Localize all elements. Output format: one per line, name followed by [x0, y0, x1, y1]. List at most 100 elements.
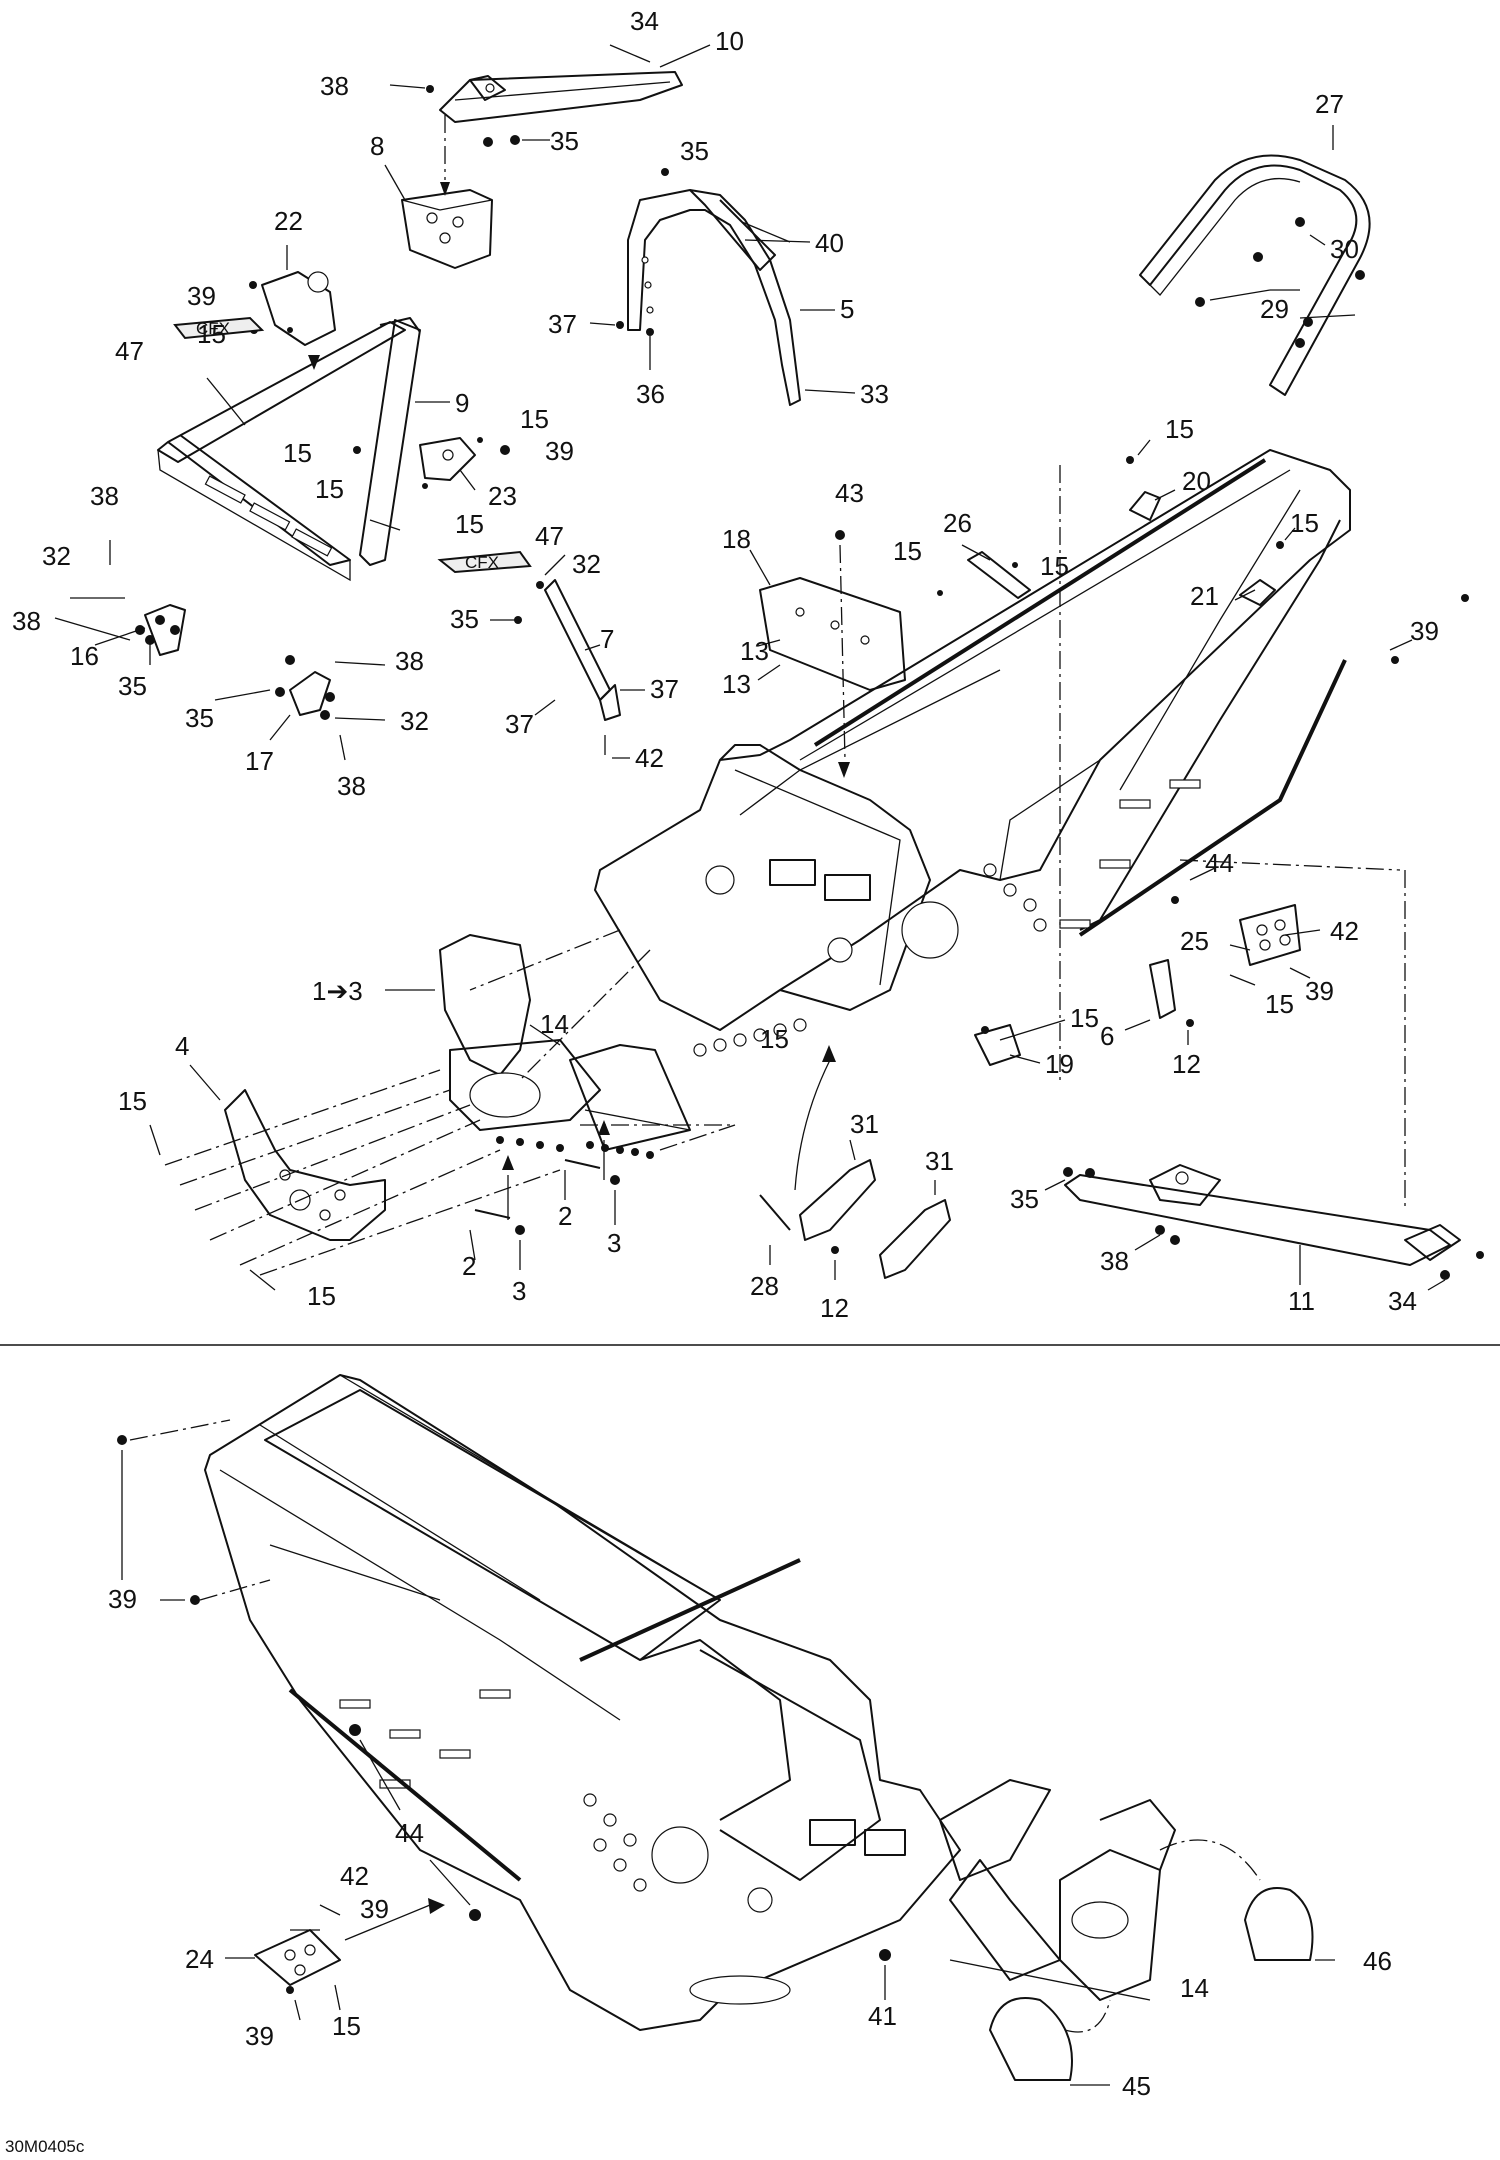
callout-38-d: 38 [337, 771, 366, 801]
callout-38-e: 38 [1100, 1246, 1129, 1276]
part-31-rail-a [799, 1159, 876, 1241]
callout-19: 19 [1045, 1049, 1074, 1079]
callout-38-a: 38 [90, 481, 119, 511]
part-16-bracket [135, 604, 186, 656]
callout-15-f: 15 [893, 536, 922, 566]
lower-callout-labels: 39 44 42 39 24 39 15 41 14 46 45 [108, 1584, 1392, 2101]
callout-2-b: 2 [558, 1201, 572, 1231]
callout-42-c: 42 [340, 1861, 369, 1891]
assembled-chassis [204, 1374, 1176, 2031]
callout-12-a: 12 [1172, 1049, 1201, 1079]
callout-39-a: 39 [187, 281, 216, 311]
part-6-bracket [1149, 959, 1176, 1019]
callout-11: 11 [1288, 1286, 1315, 1316]
part-22-hitch [261, 271, 336, 346]
part-18-bracket [759, 577, 906, 691]
callout-38-c: 38 [395, 646, 424, 676]
part-23-bracket [419, 437, 476, 481]
callout-15-c: 15 [283, 438, 312, 468]
callout-15-d: 15 [315, 474, 344, 504]
callout-32-b: 32 [42, 541, 71, 571]
callout-45: 45 [1122, 2071, 1151, 2101]
callout-29: 29 [1260, 294, 1289, 324]
callout-37-a: 37 [650, 674, 679, 704]
callout-3-b: 3 [607, 1228, 621, 1258]
part-1-3-front-bracket [439, 934, 691, 1159]
callout-15-g: 15 [1040, 551, 1069, 581]
callout-39-b: 39 [545, 436, 574, 466]
upper-exploded-view: CFX CFX [54, 44, 1484, 1291]
main-chassis-tunnel [594, 449, 1401, 1080]
callout-38-b: 38 [12, 606, 41, 636]
callout-14-b: 14 [1180, 1973, 1209, 2003]
callout-47-a: 47 [115, 336, 144, 366]
callout-42-a: 42 [635, 743, 664, 773]
callout-26: 26 [943, 508, 972, 538]
part-25-foot-plate [1239, 904, 1301, 966]
callout-18: 18 [722, 524, 751, 554]
callout-35-e: 35 [1010, 1184, 1039, 1214]
callout-15-n: 15 [307, 1281, 336, 1311]
callout-31-b: 31 [925, 1146, 954, 1176]
callout-13-b: 13 [722, 669, 751, 699]
lower-assembled-view [117, 1374, 1335, 2086]
callout-3-a: 3 [512, 1276, 526, 1306]
callout-15-k: 15 [1070, 1003, 1099, 1033]
callout-31-a: 31 [850, 1109, 879, 1139]
callout-13-a: 13 [740, 636, 769, 666]
callout-15-h: 15 [1165, 414, 1194, 444]
part-19-bracket [974, 1024, 1021, 1066]
callout-17: 17 [245, 746, 274, 776]
part-7-support-rod [536, 579, 621, 721]
callout-15-e: 15 [455, 509, 484, 539]
svg-text:CFX: CFX [196, 319, 230, 338]
callout-6: 6 [1100, 1021, 1114, 1051]
callout-30: 30 [1330, 234, 1359, 264]
callout-24: 24 [185, 1944, 214, 1974]
callout-47-b: 47 [535, 521, 564, 551]
part-24-foot-plate [254, 1929, 341, 1986]
callout-1-3: 1➔3 [312, 976, 363, 1006]
callout-39-c: 39 [1410, 616, 1439, 646]
part-5-support [627, 189, 801, 406]
callout-36: 36 [636, 379, 665, 409]
part-4-side-plate [224, 1089, 386, 1241]
callout-32-c: 32 [400, 706, 429, 736]
part-8-bracket [401, 189, 493, 269]
part-10-upper-bar [439, 71, 683, 123]
callout-23: 23 [488, 481, 517, 511]
callout-10: 10 [715, 26, 744, 56]
callout-8: 8 [370, 131, 384, 161]
callout-33: 33 [860, 379, 889, 409]
callout-35-c: 35 [118, 671, 147, 701]
callout-39-f: 39 [360, 1894, 389, 1924]
callout-38-top: 38 [320, 71, 349, 101]
callout-35-d: 35 [185, 703, 214, 733]
callout-34-top: 34 [630, 6, 659, 36]
callout-22: 22 [274, 206, 303, 236]
part-26-bracket [967, 551, 1031, 599]
callout-44-a: 44 [1205, 848, 1234, 878]
part-17-bracket [275, 655, 335, 720]
callout-39-g: 39 [245, 2021, 274, 2051]
part-31-rail-b [879, 1199, 951, 1279]
part-9-front-frame [157, 317, 421, 582]
part-45-cushion [989, 1997, 1073, 2081]
callout-9: 9 [455, 388, 469, 418]
callout-39-e: 39 [108, 1584, 137, 1614]
part-21-bracket [1239, 541, 1284, 606]
callout-12-b: 12 [820, 1293, 849, 1323]
callout-14-a: 14 [540, 1009, 569, 1039]
callout-32-a: 32 [572, 549, 601, 579]
callout-37-handle: 37 [548, 309, 577, 339]
callout-35-handle: 35 [680, 136, 709, 166]
callout-28: 28 [750, 1271, 779, 1301]
callout-35-b: 35 [450, 604, 479, 634]
part-20-bracket [1126, 456, 1161, 521]
callout-15-b: 15 [520, 404, 549, 434]
callout-2-a: 2 [462, 1251, 476, 1281]
callout-7: 7 [600, 624, 614, 654]
callout-4: 4 [175, 1031, 189, 1061]
callout-35-top: 35 [550, 126, 579, 156]
